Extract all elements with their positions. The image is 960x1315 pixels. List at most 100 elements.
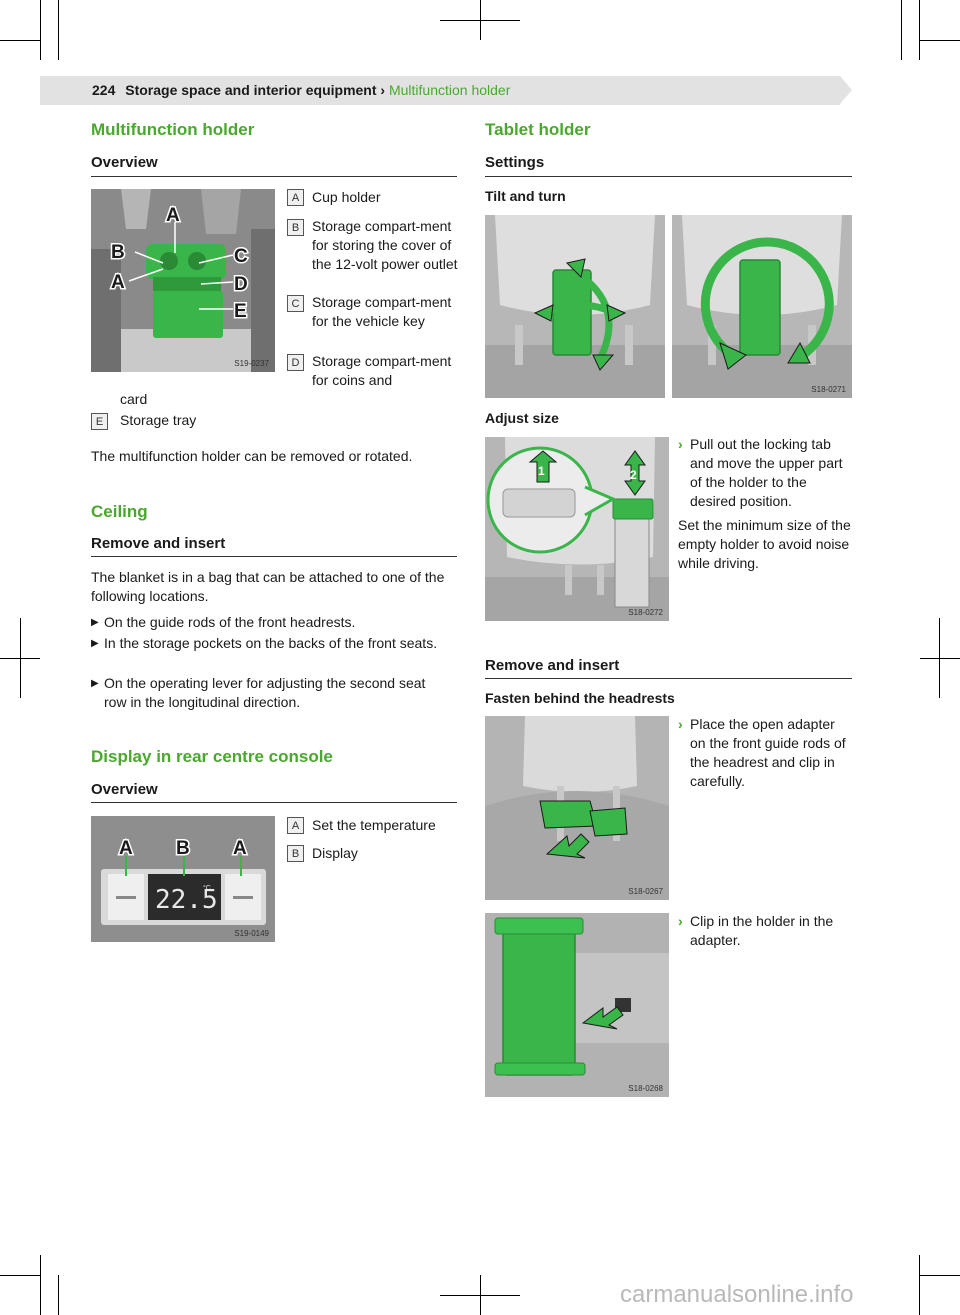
- ceiling-subheading: Remove and insert: [91, 535, 226, 552]
- display-unit: °C: [203, 884, 211, 892]
- legend-key: A: [287, 817, 304, 834]
- section-rule: [91, 802, 457, 803]
- legend-key: B: [287, 845, 304, 862]
- section-rule: [485, 176, 852, 177]
- legend-text: Storage compart-ment for storing the cov…: [312, 218, 458, 272]
- header-band: [40, 76, 840, 105]
- list-item: ▶ On the operating lever for adjusting t…: [91, 674, 461, 712]
- crop-mark: [919, 0, 920, 60]
- figure-label: D: [234, 274, 248, 295]
- figure-code: S18-0267: [628, 887, 663, 896]
- settings-subheading: Settings: [485, 154, 545, 171]
- crop-mark: [920, 1275, 960, 1276]
- adjust-size-heading: Adjust size: [485, 410, 559, 426]
- rear-console-display-figure: 22.5 °C A B A S19-0149: [91, 816, 275, 942]
- turn-figure: S18-0271: [672, 215, 852, 398]
- ceiling-intro: The blanket is in a bag that can be atta…: [91, 569, 445, 604]
- legend-text-continued: card: [120, 391, 148, 407]
- instruction-step: › Pull out the locking tab and move the …: [678, 435, 854, 511]
- bullet-marker: ▶: [91, 678, 99, 689]
- adjust-size-figure: 1 2 S18-0272: [485, 437, 669, 621]
- fasten-heading: Fasten behind the headrests: [485, 690, 675, 706]
- list-item-text: On the guide rods of the front headrests…: [104, 614, 356, 630]
- bullet-marker: ▶: [91, 617, 99, 628]
- legend-key: C: [287, 295, 304, 312]
- tilt-turn-heading: Tilt and turn: [485, 188, 566, 204]
- bullet-marker: ▶: [91, 638, 99, 649]
- figure-label: A: [119, 838, 133, 859]
- crop-mark: [58, 0, 59, 60]
- legend-text: Storage tray: [120, 412, 197, 428]
- instruction-step: › Clip in the holder in the adapter.: [678, 912, 854, 950]
- list-item: ▶ On the guide rods of the front headres…: [91, 613, 461, 632]
- figure-label: B: [176, 838, 190, 859]
- tablet-holder-title: Tablet holder: [485, 120, 591, 139]
- figure-label: C: [234, 246, 248, 267]
- crop-mark: [40, 0, 41, 60]
- crop-mark: [58, 1275, 59, 1315]
- multifunction-overview-heading: Overview: [91, 154, 158, 171]
- legend-text: Set the temperature: [312, 817, 436, 833]
- legend-key: A: [287, 189, 304, 206]
- multifunction-holder-figure: A B C A D E S19-0237: [91, 189, 275, 372]
- step-chevron: ›: [678, 913, 683, 929]
- legend-key: B: [287, 219, 304, 236]
- crop-mark: [919, 1255, 920, 1315]
- figure-code: S19-0149: [234, 929, 269, 938]
- figure-label: B: [111, 242, 125, 263]
- figure-label: A: [233, 838, 247, 859]
- section-rule: [485, 678, 852, 679]
- list-item-text: In the storage pockets on the backs of t…: [104, 635, 438, 651]
- display-temperature: 22.5: [155, 885, 218, 915]
- fasten-adapter-figure: S18-0267: [485, 716, 669, 900]
- crop-mark: [20, 618, 21, 698]
- crop-mark: [939, 618, 940, 698]
- crop-mark: [920, 40, 960, 41]
- display-subheading: Overview: [91, 781, 158, 798]
- figure-code: S19-0237: [234, 359, 269, 368]
- legend-text: Storage compart-ment for coins and: [312, 352, 458, 390]
- legend-key: E: [91, 413, 108, 430]
- figure-code: S18-0268: [628, 1084, 663, 1093]
- step-number: 1: [538, 464, 545, 478]
- legend-text: Storage compart-ment for the vehicle key: [312, 294, 452, 329]
- section-rule: [91, 176, 457, 177]
- clip-holder-figure: S18-0268: [485, 913, 669, 1097]
- crop-mark: [40, 1255, 41, 1315]
- section-rule: [91, 556, 457, 557]
- figure-code: S18-0272: [628, 608, 663, 617]
- display-title: Display in rear centre console: [91, 747, 333, 766]
- adjust-note: Set the minimum size of the empty holder…: [678, 517, 851, 571]
- step-chevron: ›: [678, 716, 683, 732]
- instruction-step-text: Pull out the locking tab and move the up…: [690, 436, 843, 509]
- step-number: 2: [630, 468, 637, 482]
- step-chevron: ›: [678, 436, 683, 452]
- page-number: 224: [92, 82, 116, 98]
- legend-key: D: [287, 354, 304, 371]
- figure-label: A: [111, 272, 125, 293]
- crop-mark: [480, 0, 481, 40]
- figure-code: S18-0271: [811, 385, 846, 394]
- crop-mark: [901, 0, 902, 60]
- crop-mark: [0, 40, 40, 41]
- header-band-tip: [840, 76, 852, 104]
- watermark: carmanualsonline.info: [620, 1281, 854, 1308]
- header-section: Storage space and interior equipment ›: [125, 82, 386, 98]
- running-header: 224 Storage space and interior equipment…: [92, 82, 510, 98]
- legend-text: Cup holder: [312, 189, 381, 205]
- instruction-step-text: Place the open adapter on the front guid…: [690, 716, 846, 789]
- remove-insert-subheading: Remove and insert: [485, 657, 620, 674]
- crop-mark: [920, 658, 960, 659]
- list-item-text: On the operating lever for adjusting the…: [104, 675, 426, 710]
- instruction-step: › Place the open adapter on the front gu…: [678, 715, 854, 791]
- ceiling-title: Ceiling: [91, 502, 148, 521]
- list-item: ▶ In the storage pockets on the backs of…: [91, 634, 461, 653]
- multifunction-holder-title: Multifunction holder: [91, 120, 255, 139]
- legend-text: Display: [312, 845, 358, 861]
- instruction-step-text: Clip in the holder in the adapter.: [690, 913, 834, 948]
- legend-text-part: Storage compart-ment for coins and: [312, 353, 452, 388]
- crop-mark: [480, 1275, 481, 1315]
- figure-label: A: [166, 205, 180, 226]
- header-current-topic: Multifunction holder: [388, 82, 511, 98]
- tilt-figure: [485, 215, 665, 398]
